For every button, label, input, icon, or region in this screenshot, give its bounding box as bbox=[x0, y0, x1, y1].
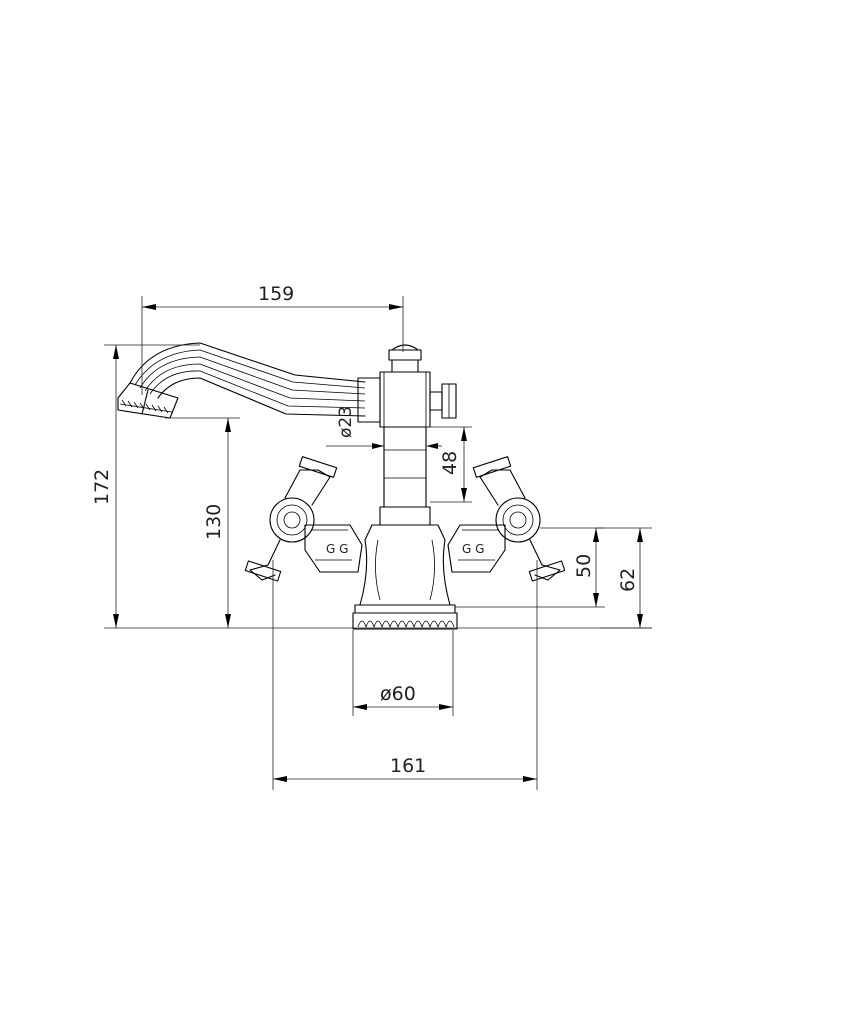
spout bbox=[117, 342, 366, 419]
dimension-lines: 159 172 130 ø23 bbox=[91, 283, 652, 790]
body-top bbox=[357, 344, 457, 526]
dimension-base-diameter: ø60 bbox=[352, 630, 454, 716]
dimension-handle-height: 50 bbox=[455, 527, 605, 608]
overall-width-label: 161 bbox=[390, 755, 426, 777]
dimension-total-height: 172 bbox=[91, 344, 200, 628]
stem-diameter-label: ø23 bbox=[336, 406, 356, 438]
stem-length-label: 48 bbox=[439, 451, 461, 475]
faucet-outline: G G G G bbox=[117, 342, 566, 630]
base-to-handle-label: 62 bbox=[617, 568, 639, 592]
left-handle: G G bbox=[244, 456, 363, 582]
svg-text:G G: G G bbox=[462, 542, 484, 556]
base bbox=[352, 604, 458, 630]
right-handle: G G bbox=[447, 456, 566, 582]
base-diameter-label: ø60 bbox=[380, 683, 416, 705]
total-height-label: 172 bbox=[91, 469, 113, 505]
dimension-stem-diameter: ø23 bbox=[326, 406, 442, 449]
handle-height-label: 50 bbox=[573, 554, 595, 578]
dimension-spout-height: 130 bbox=[165, 417, 240, 628]
dimension-stem-length: 48 bbox=[426, 426, 472, 503]
spout-height-label: 130 bbox=[203, 504, 225, 540]
svg-text:G G: G G bbox=[326, 542, 348, 556]
dimension-overall-width: 161 bbox=[272, 560, 538, 790]
dimension-spout-reach: 159 bbox=[141, 283, 404, 395]
spout-reach-label: 159 bbox=[258, 283, 294, 305]
body-lower bbox=[359, 524, 451, 606]
dimension-base-to-handle: 62 bbox=[596, 527, 652, 629]
